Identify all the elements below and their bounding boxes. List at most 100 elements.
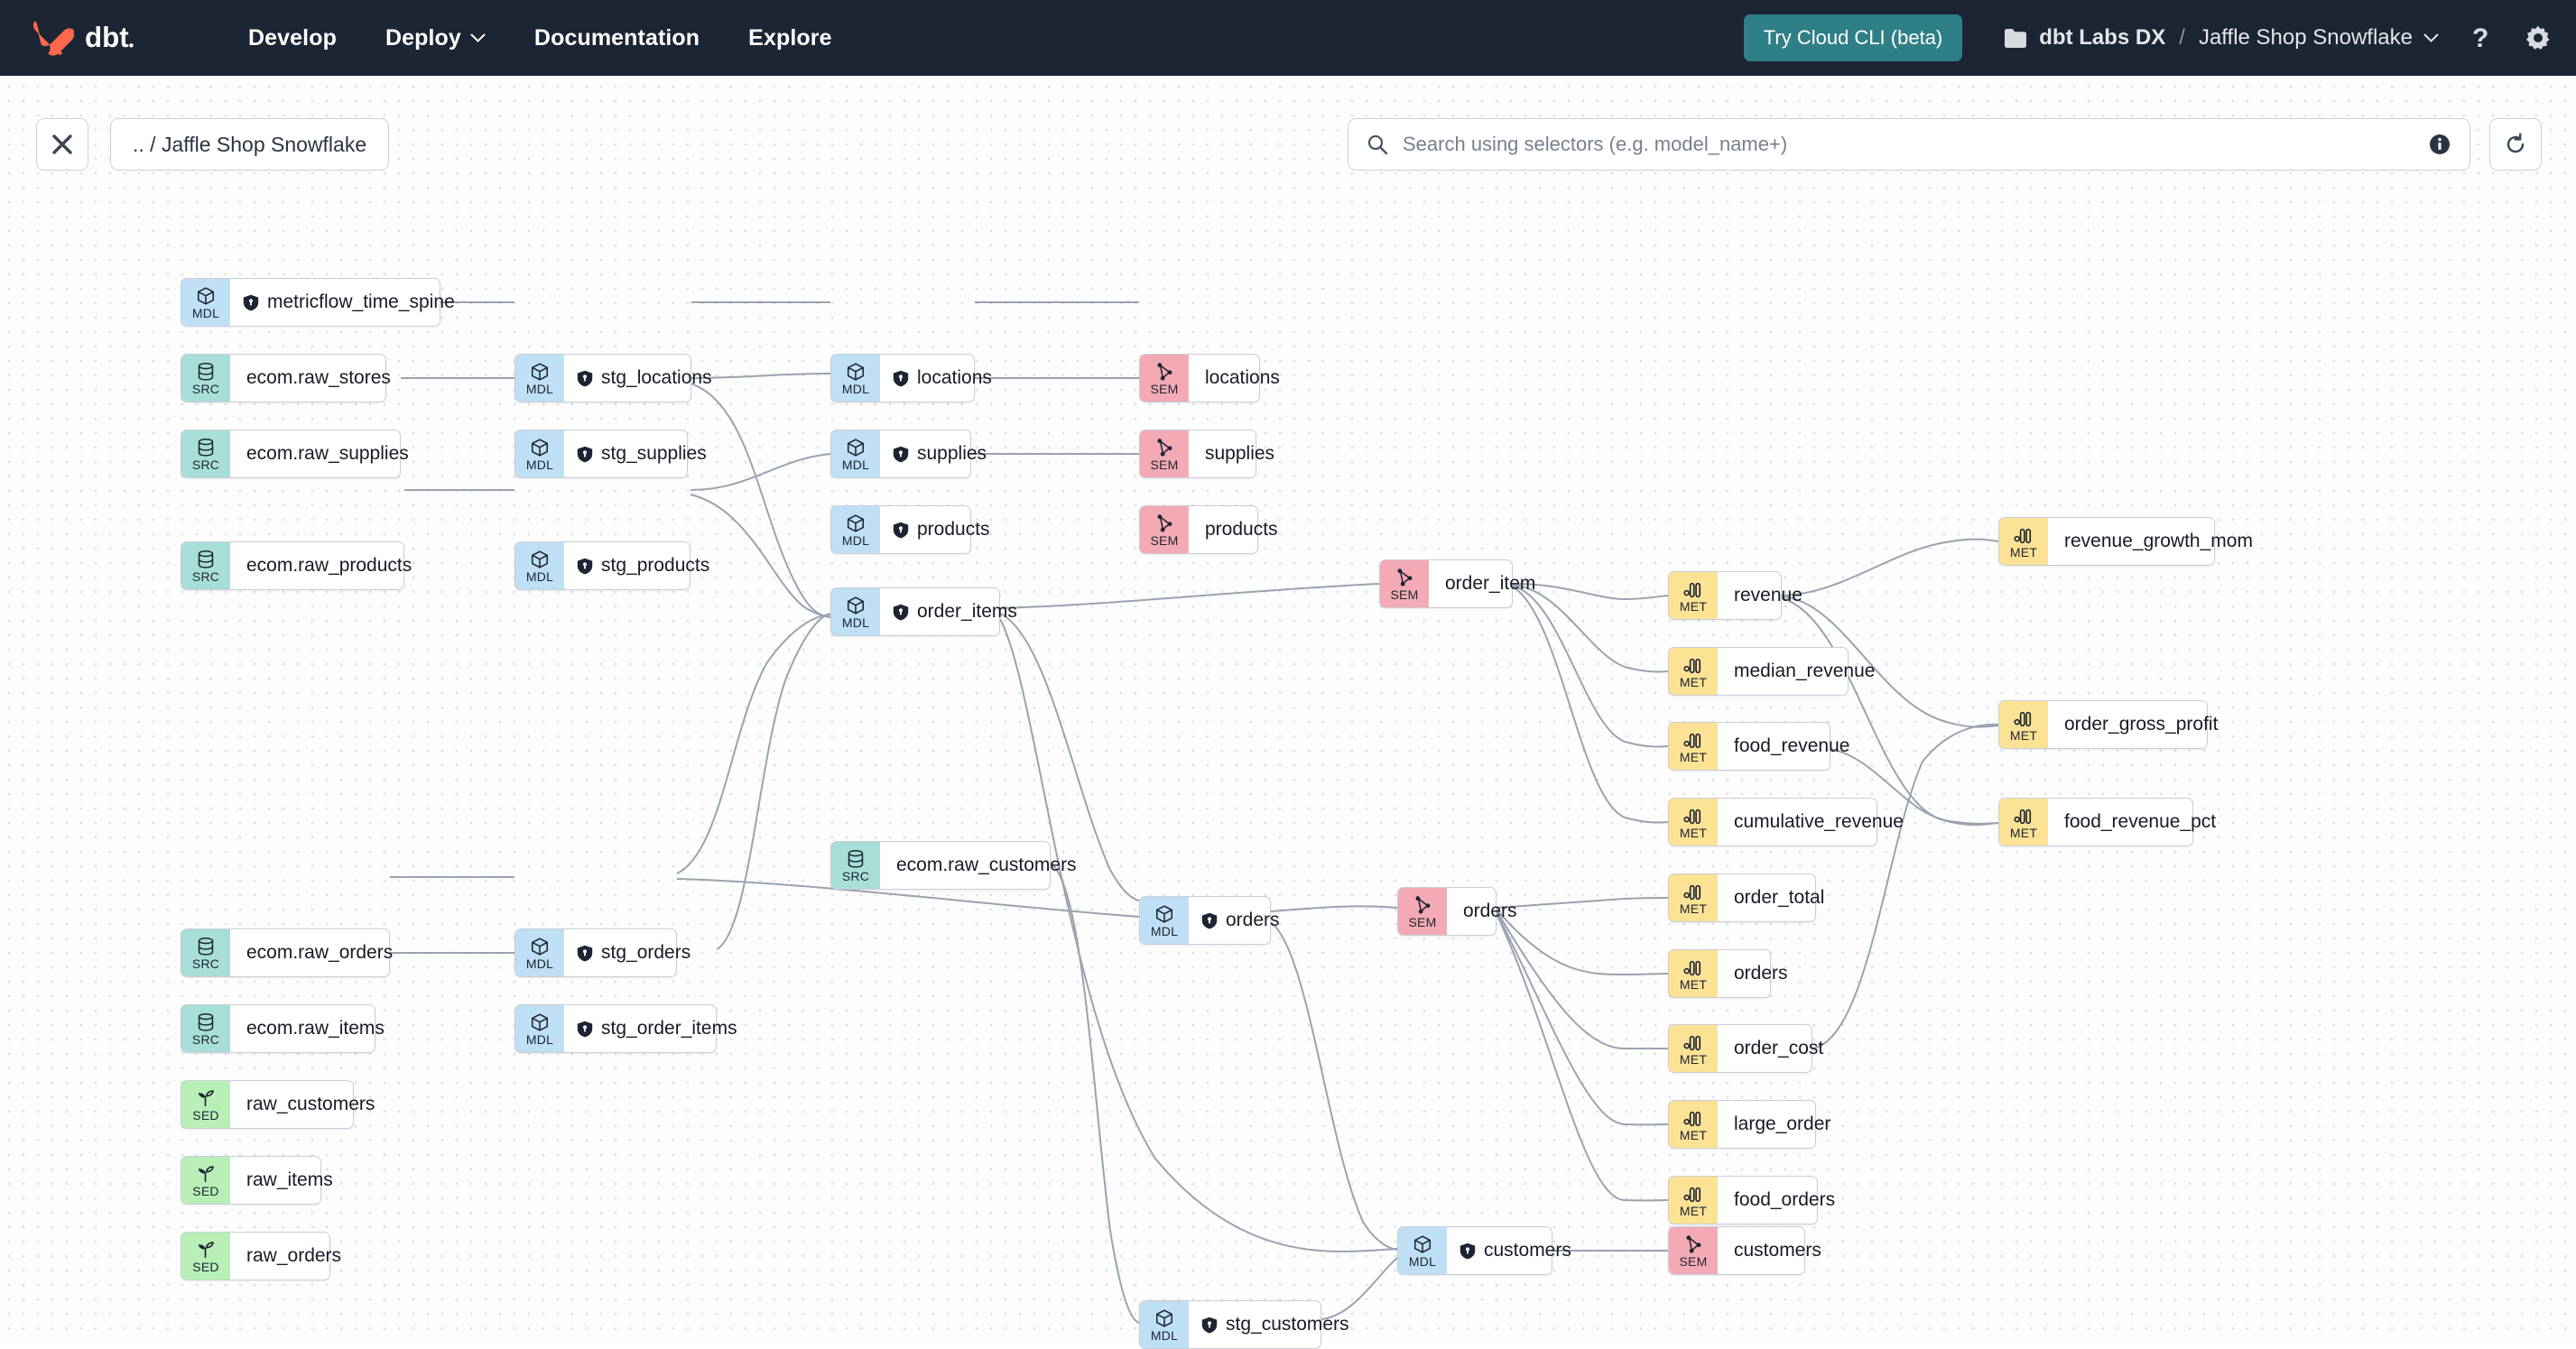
close-button[interactable] — [36, 118, 88, 171]
node-type-badge-mdl: MDL — [831, 506, 880, 553]
semantic-graph-icon — [1157, 438, 1172, 457]
bar-chart-icon — [1683, 658, 1701, 673]
project-selector[interactable]: Jaffle Shop Snowflake — [2199, 25, 2439, 51]
node-type-label: MET — [1679, 749, 1708, 764]
node-label: products — [917, 519, 990, 540]
question-mark-icon[interactable]: ? — [2469, 23, 2493, 53]
bar-chart-icon — [1683, 1035, 1701, 1050]
database-icon — [198, 550, 214, 568]
cube-icon — [847, 438, 865, 457]
node-type-badge-met: MET — [1669, 799, 1718, 845]
lineage-node-mdl_products[interactable]: MDL products — [830, 505, 990, 554]
cube-icon — [1154, 904, 1174, 924]
bar-chart-icon — [1683, 806, 1703, 826]
try-cloud-cli-button[interactable]: Try Cloud CLI (beta) — [1743, 14, 1963, 61]
database-icon — [197, 937, 215, 956]
cube-icon — [1155, 1308, 1173, 1327]
search-icon — [1367, 134, 1388, 155]
search-input[interactable]: Search using selectors (e.g. model_name+… — [1403, 133, 1788, 155]
chevron-down-icon — [2423, 33, 2439, 42]
nav-item-explore[interactable]: Explore — [724, 25, 856, 51]
nav-item-deploy[interactable]: Deploy — [361, 25, 510, 51]
seedling-icon — [196, 1088, 216, 1108]
info-icon[interactable] — [2428, 133, 2451, 156]
node-body: products — [1189, 506, 1294, 553]
node-body: food_orders — [1718, 1177, 1851, 1224]
refresh-button[interactable] — [2489, 118, 2542, 171]
breadcrumb-button[interactable]: .. / Jaffle Shop Snowflake — [110, 118, 390, 171]
shield-badge-icon — [243, 294, 259, 310]
node-body: stg_locations — [564, 355, 728, 402]
node-body: ecom.raw_orders — [230, 929, 409, 976]
lineage-canvas[interactable]: .. / Jaffle Shop Snowflake Search using … — [0, 76, 2576, 1349]
account-name[interactable]: dbt Labs DX — [2039, 25, 2166, 50]
project-name-label: Jaffle Shop Snowflake — [2198, 25, 2413, 50]
node-type-label: MET — [1679, 598, 1708, 614]
semantic-graph-icon — [1413, 895, 1432, 915]
semantic-graph-icon — [1415, 895, 1431, 914]
search-input-wrapper[interactable]: Search using selectors (e.g. model_name+… — [1348, 118, 2470, 171]
bar-chart-icon — [1683, 730, 1703, 750]
breadcrumb-separator: / — [2179, 25, 2185, 50]
node-label: supplies — [1205, 443, 1275, 464]
node-label: median_revenue — [1734, 661, 1876, 681]
node-label: stg_locations — [601, 367, 712, 388]
node-type-label: SEM — [1679, 1253, 1708, 1269]
node-type-badge-mdl: MDL — [515, 430, 564, 477]
node-type-label: SEM — [1390, 587, 1419, 602]
dbt-logo[interactable]: dbt — [30, 16, 168, 60]
nav-item-develop[interactable]: Develop — [224, 25, 361, 51]
node-body: order_items — [880, 588, 1033, 635]
node-type-badge-mdl: MDL — [1398, 1227, 1447, 1274]
node-type-badge-sed: SED — [181, 1157, 230, 1204]
node-type-label: SRC — [191, 956, 220, 971]
database-icon — [198, 1012, 214, 1031]
node-body: food_revenue — [1718, 723, 1866, 770]
gear-icon[interactable] — [2524, 23, 2553, 52]
bar-chart-icon — [2014, 708, 2034, 728]
cube-icon — [846, 596, 866, 615]
nav-item-documentation[interactable]: Documentation — [510, 25, 724, 51]
node-body: metricflow_time_spine — [230, 279, 471, 326]
node-label: ecom.raw_supplies — [246, 443, 409, 464]
